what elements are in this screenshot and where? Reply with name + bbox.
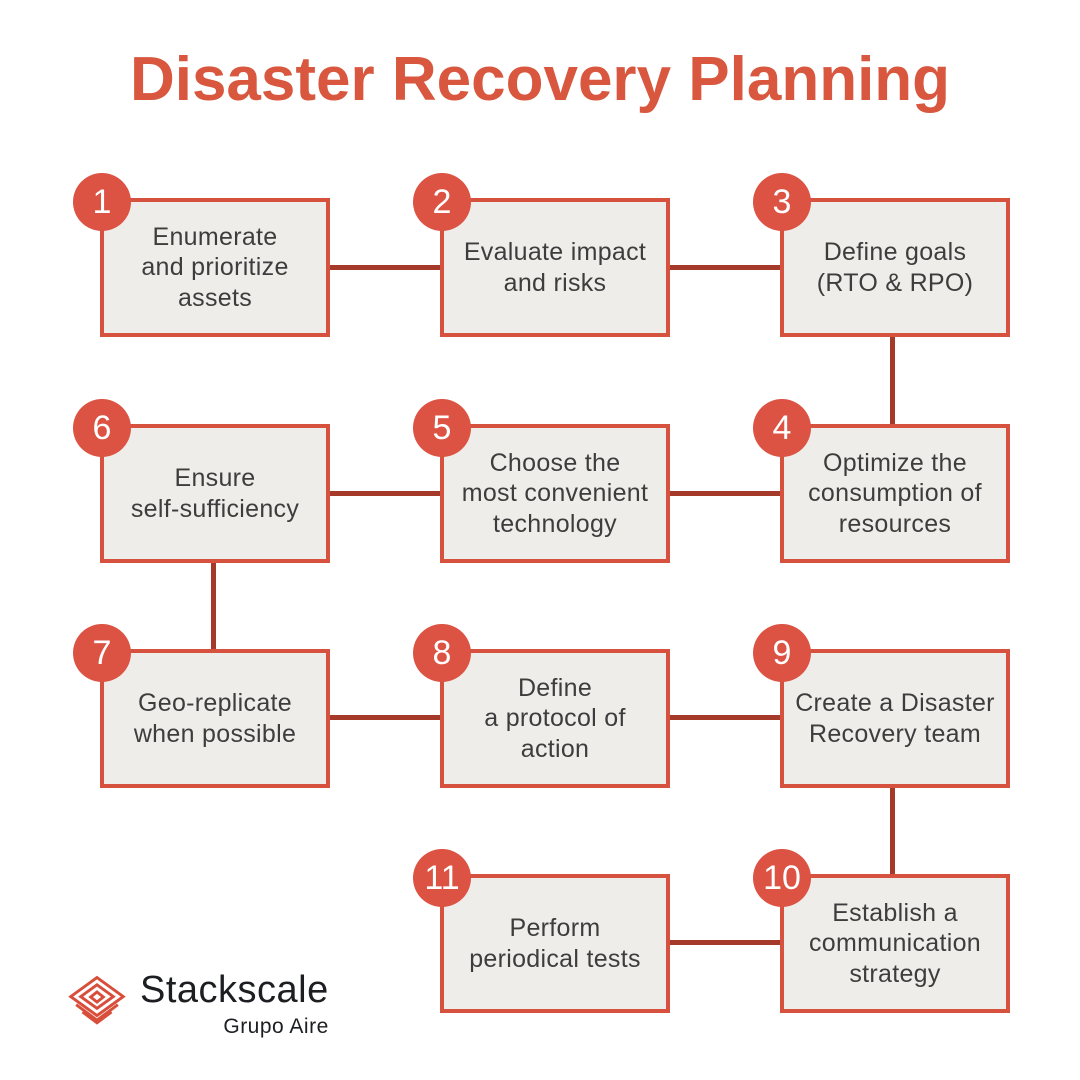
- step-label: Establish a communication strategy: [808, 898, 982, 988]
- step-number-badge: 7: [73, 624, 131, 682]
- step-number: 5: [432, 408, 452, 447]
- step-number-badge: 9: [753, 624, 811, 682]
- step-number-badge: 1: [73, 173, 131, 231]
- step-number: 2: [432, 182, 452, 221]
- step-label: Optimize the consumption of resources: [808, 448, 982, 538]
- step-number: 1: [92, 182, 112, 221]
- step-label: Enumerate and prioritize assets: [141, 222, 289, 312]
- step-number: 10: [763, 858, 801, 897]
- step-label: Choose the most convenient technology: [461, 448, 649, 538]
- connector-9-10: [890, 785, 895, 877]
- connector-7-8: [328, 715, 442, 720]
- step-number: 9: [772, 633, 792, 672]
- step-number: 11: [424, 858, 460, 897]
- step-number-badge: 11: [413, 849, 471, 907]
- step-box-9: 9 Create a Disaster Recovery team: [753, 624, 1010, 788]
- step-box-5: 5 Choose the most convenient technology: [413, 399, 670, 563]
- step-box-8: 8 Define a protocol of action: [413, 624, 670, 788]
- connector-5-6: [328, 491, 442, 496]
- stackscale-logo: Stackscale Grupo Aire: [68, 969, 329, 1039]
- step-box-11: 11 Perform periodical tests: [413, 849, 670, 1013]
- step-box-7: 7 Geo-replicate when possible: [73, 624, 330, 788]
- step-number-badge: 3: [753, 173, 811, 231]
- connector-4-5: [668, 491, 782, 496]
- step-number: 4: [772, 408, 792, 447]
- connector-2-3: [668, 265, 782, 270]
- brand-name: Stackscale: [140, 969, 329, 1011]
- step-box-3: 3 Define goals (RTO & RPO): [753, 173, 1010, 337]
- brand-subtitle: Grupo Aire: [223, 1014, 329, 1038]
- step-number: 6: [92, 408, 112, 447]
- connector-1-2: [328, 265, 442, 270]
- step-number-badge: 8: [413, 624, 471, 682]
- step-box-1: 1 Enumerate and prioritize assets: [73, 173, 330, 337]
- logo-text-block: Stackscale Grupo Aire: [140, 969, 329, 1039]
- step-label: Perform periodical tests: [469, 914, 641, 973]
- step-number: 8: [432, 633, 452, 672]
- step-box-4: 4 Optimize the consumption of resources: [753, 399, 1010, 563]
- stackscale-stack-icon: [68, 974, 126, 1035]
- connector-8-9: [668, 715, 782, 720]
- step-number: 7: [92, 633, 112, 672]
- step-number-badge: 5: [413, 399, 471, 457]
- step-label: Evaluate impact and risks: [463, 238, 647, 297]
- step-number-badge: 2: [413, 173, 471, 231]
- step-box-10: 10 Establish a communication strategy: [753, 849, 1010, 1013]
- connector-10-11: [668, 940, 782, 945]
- step-number-badge: 10: [753, 849, 811, 907]
- step-number: 3: [772, 182, 792, 221]
- step-box-2: 2 Evaluate impact and risks: [413, 173, 670, 337]
- step-label: Ensure self-sufficiency: [130, 464, 300, 523]
- step-number-badge: 4: [753, 399, 811, 457]
- connector-3-4: [890, 335, 895, 427]
- step-label: Create a Disaster Recovery team: [795, 689, 995, 748]
- connector-6-7: [211, 561, 216, 652]
- step-label: Define goals (RTO & RPO): [816, 238, 974, 297]
- page-title: Disaster Recovery Planning: [129, 45, 951, 114]
- step-box-6: 6 Ensure self-sufficiency: [73, 399, 330, 563]
- step-number-badge: 6: [73, 399, 131, 457]
- step-label: Geo-replicate when possible: [133, 689, 297, 748]
- step-label: Define a protocol of action: [484, 673, 626, 763]
